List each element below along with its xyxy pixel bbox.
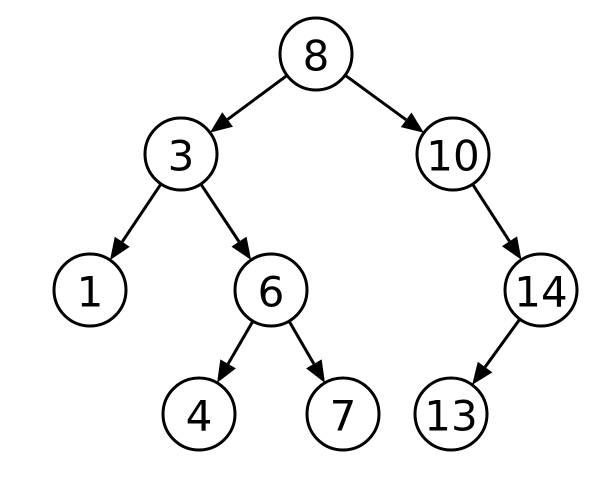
edges-layer <box>110 74 522 385</box>
node-label: 1 <box>77 268 104 317</box>
node-circle <box>305 376 381 452</box>
node-circle <box>503 252 579 328</box>
edge-line <box>287 320 316 365</box>
node-label: 3 <box>168 132 195 181</box>
node-circle <box>278 16 354 92</box>
arrow-head-icon <box>209 112 233 133</box>
tree-node-4: 4 <box>161 376 237 452</box>
arrow-head-icon <box>472 361 493 385</box>
edge-6-to-7 <box>287 320 325 383</box>
edge-line <box>226 74 288 121</box>
edge-6-to-4 <box>217 320 255 383</box>
edge-8-to-10 <box>344 74 424 133</box>
tree-node-14: 14 <box>503 252 579 328</box>
arrow-head-icon <box>501 236 522 260</box>
tree-node-6: 6 <box>233 252 309 328</box>
node-circle <box>415 116 491 192</box>
tree-node-8: 8 <box>278 16 354 92</box>
node-label: 13 <box>424 392 477 441</box>
tree-node-13: 13 <box>413 376 489 452</box>
edge-8-to-3 <box>209 74 288 133</box>
arrow-head-icon <box>110 236 130 261</box>
tree-node-1: 1 <box>52 252 128 328</box>
node-circle <box>143 116 219 192</box>
edge-line <box>199 183 241 243</box>
edge-line <box>226 320 255 365</box>
arrow-head-icon <box>231 236 252 260</box>
edge-10-to-14 <box>471 183 522 260</box>
nodes-layer: 8 3 10 1 6 14 4 7 13 <box>52 16 579 452</box>
node-circle <box>161 376 237 452</box>
arrow-head-icon <box>306 359 325 383</box>
node-circle <box>233 252 309 328</box>
edge-14-to-13 <box>472 318 522 385</box>
edge-3-to-1 <box>110 183 163 261</box>
node-circle <box>52 252 128 328</box>
arrow-head-icon <box>217 359 236 383</box>
node-label: 7 <box>330 392 357 441</box>
node-label: 4 <box>186 392 213 441</box>
node-circle <box>413 376 489 452</box>
node-label: 14 <box>514 268 567 317</box>
edge-line <box>471 183 511 243</box>
node-label: 10 <box>426 132 479 181</box>
tree-node-3: 3 <box>143 116 219 192</box>
edge-line <box>344 74 408 122</box>
edge-3-to-6 <box>199 183 252 260</box>
node-label: 8 <box>303 32 330 81</box>
node-label: 6 <box>258 268 285 317</box>
edge-line <box>121 183 163 243</box>
edge-line <box>483 318 522 368</box>
arrow-head-icon <box>400 112 424 133</box>
tree-node-7: 7 <box>305 376 381 452</box>
tree-node-10: 10 <box>415 116 491 192</box>
